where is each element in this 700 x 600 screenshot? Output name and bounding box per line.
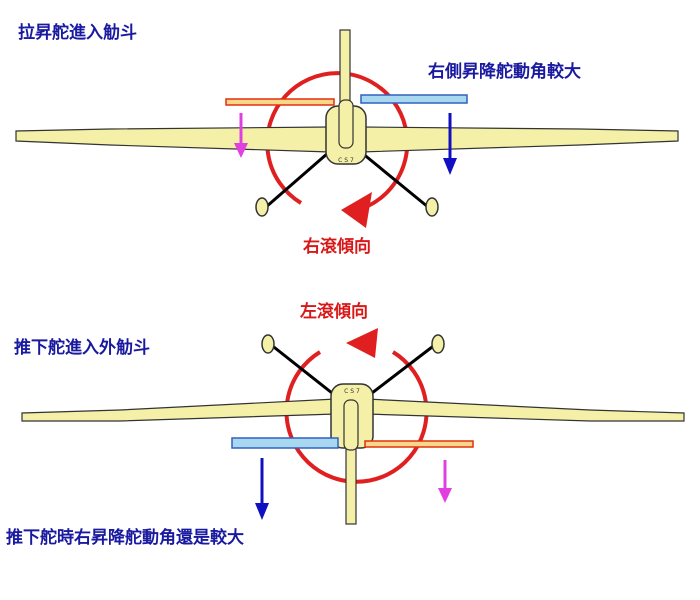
bottom-figure: C S 7 左滾傾向 推下舵進入外觔斗 推下舵時右昇降舵動角還是較大 [6, 301, 685, 548]
left-strut [265, 151, 329, 209]
canopy [343, 399, 359, 451]
left-wheel [255, 197, 269, 217]
magenta-down-arrowhead [234, 143, 248, 158]
label-push-down-outside-loop: 推下舵進入外觔斗 [14, 337, 150, 358]
right-strut [361, 151, 429, 209]
left-wheel [261, 334, 275, 354]
fuselage-marking: C S 7 [344, 388, 360, 395]
label-right-elevator-larger: 右側昇降舵動角較大 [428, 61, 581, 82]
left-elevator [231, 437, 339, 449]
top-figure: C S 7 拉昇舵進入觔斗 右側昇降舵動角較大 右滾傾向 [15, 22, 679, 257]
magenta-down-arrowhead [438, 488, 452, 503]
left-strut [269, 342, 333, 395]
roll-arrowhead [341, 192, 372, 228]
label-pull-up-loop: 拉昇舵進入觔斗 [18, 22, 137, 43]
label-push-down-right-elevator-larger: 推下舵時右昇降舵動角還是較大 [6, 527, 244, 548]
label-left-roll: 左滾傾向 [300, 301, 368, 322]
fuselage-marking: C S 7 [338, 157, 354, 164]
right-elevator [360, 94, 468, 104]
right-wheel [431, 334, 445, 354]
blue-down-arrowhead [443, 158, 457, 175]
right-wheel [425, 197, 439, 217]
right-elevator [364, 440, 474, 448]
left-elevator [225, 98, 335, 106]
right-strut [371, 342, 437, 395]
label-right-roll: 右滾傾向 [303, 236, 371, 257]
roll-arrowhead [346, 328, 378, 358]
blue-down-arrowhead [255, 503, 269, 520]
canopy [338, 99, 354, 149]
